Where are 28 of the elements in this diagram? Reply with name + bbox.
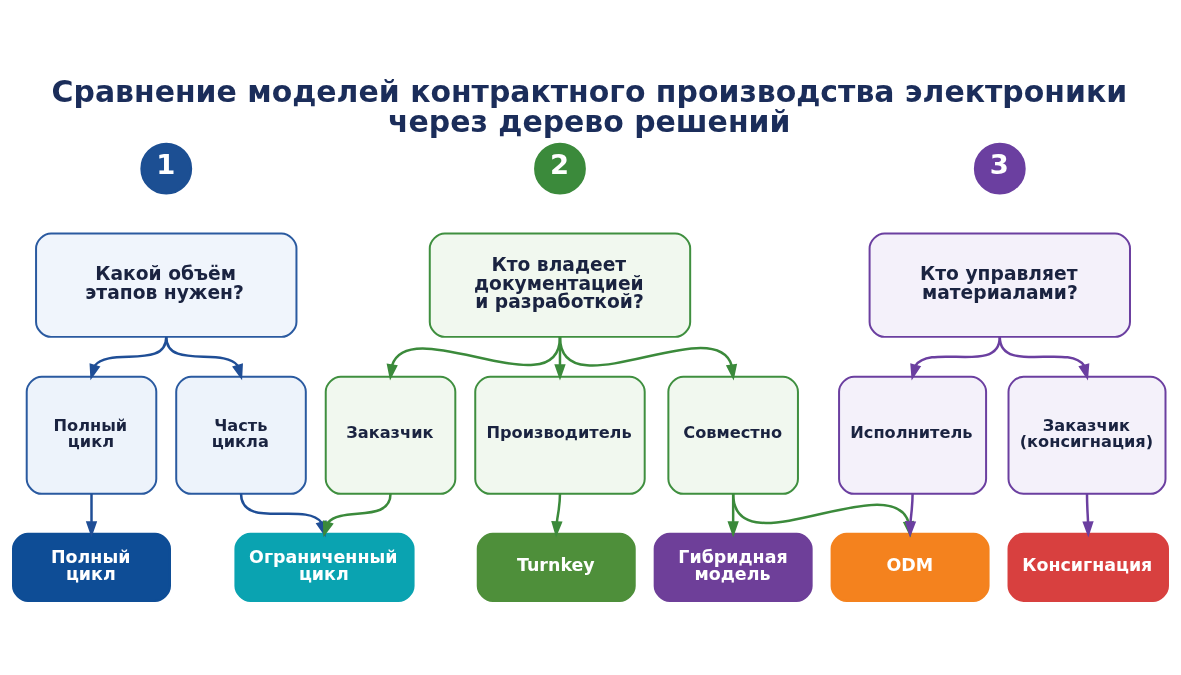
arrow	[1082, 493, 1094, 538]
node-box: Кто владеет документацией и разработкой?	[428, 232, 692, 338]
node-box: ODM	[830, 532, 990, 602]
arrow	[322, 493, 392, 538]
node-circle: 2	[534, 142, 586, 195]
node-box: Turnkey	[476, 532, 636, 602]
arrow	[551, 493, 563, 538]
node-box: Гибридная модель	[653, 532, 813, 602]
diagram-title: Сравнение моделей контрактного производства электроники через дерево решений	[51, 73, 1128, 139]
node-box: Какой объём этапов нужен?	[35, 232, 298, 338]
node-box: Полный цикл	[12, 532, 171, 602]
node-circle: 3	[973, 142, 1026, 195]
node-box: Заказчик	[324, 375, 457, 495]
node-box: Исполнитель	[838, 375, 988, 495]
arrow	[558, 336, 738, 381]
node-box: Заказчик (консигнация)	[1007, 375, 1167, 495]
node-box: Ограниченный цикл	[234, 532, 415, 602]
arrow	[910, 336, 1001, 381]
arrow	[998, 336, 1090, 381]
arrow	[165, 336, 243, 381]
node-box: Часть цикла	[175, 375, 307, 495]
node-box: Совместно	[667, 375, 799, 495]
node-box: Консигнация	[1007, 532, 1169, 602]
node-box: Производитель	[474, 375, 646, 495]
node-box: Полный цикл	[25, 375, 158, 495]
node-circle: 1	[140, 142, 193, 195]
arrow	[85, 493, 98, 538]
node-box: Кто управляет материалами?	[868, 232, 1131, 338]
